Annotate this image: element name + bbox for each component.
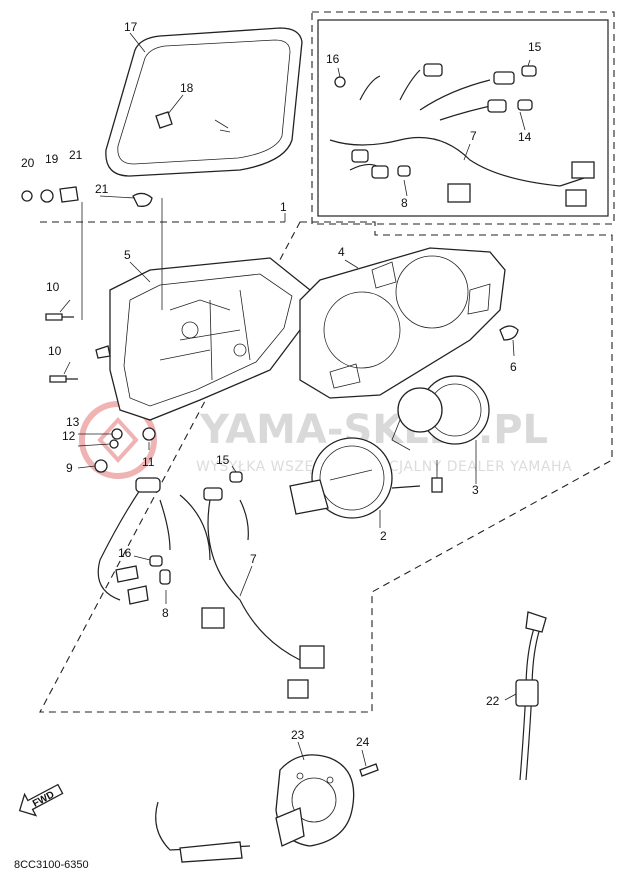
screw-10b (49, 375, 78, 383)
pin-24 (359, 763, 379, 777)
wire-harness (97, 477, 325, 699)
callout-3: 3 (472, 483, 479, 497)
assembly-outline (39, 221, 613, 713)
callout-20: 20 (21, 156, 35, 170)
callout-18: 18 (180, 81, 194, 95)
callout-16a: 16 (326, 52, 340, 66)
meter-housing (109, 257, 311, 421)
callout-9: 9 (66, 461, 73, 475)
meter-cable (515, 611, 547, 781)
callout-7a: 7 (470, 129, 477, 143)
gauge-2 (289, 437, 421, 519)
callout-22: 22 (486, 694, 500, 708)
callout-17: 17 (124, 20, 138, 34)
gauge-3 (391, 375, 490, 493)
callout-4: 4 (338, 245, 345, 259)
callout-19: 19 (45, 152, 59, 166)
callout-15a: 15 (528, 40, 542, 54)
grommet-11 (142, 427, 156, 441)
callout-14: 14 (518, 130, 532, 144)
leader-lines (59, 32, 531, 767)
callout-12: 12 (62, 429, 76, 443)
callout-15b: 15 (216, 453, 230, 467)
fwd-arrow-icon: FWD (18, 783, 64, 817)
callout-21b: 21 (95, 182, 109, 196)
washer-19 (40, 189, 54, 203)
nut-20 (21, 190, 33, 202)
bulb-15 (229, 471, 243, 483)
washer-12 (109, 439, 119, 449)
callout-7b: 7 (250, 552, 257, 566)
washer-13 (111, 428, 123, 440)
diagram-code: 8CC3100-6350 (14, 859, 89, 871)
fwd-label: FWD (31, 789, 56, 809)
inset-outline (311, 11, 615, 225)
grommet-21a (59, 186, 79, 203)
lower-cable (155, 801, 251, 851)
inset-harness (329, 63, 595, 207)
gear-unit (275, 754, 355, 847)
inset-frame (317, 19, 609, 217)
watermark-logo-mark (97, 417, 139, 463)
callouts: 17 18 20 19 21 21 1 4 5 6 3 2 7 8 9 13 1… (21, 20, 542, 749)
callout-1: 1 (280, 200, 287, 214)
grommet-6 (499, 325, 519, 341)
callout-5: 5 (124, 248, 131, 262)
screw-10a (45, 313, 74, 321)
callout-23: 23 (291, 728, 305, 742)
screw-mount (95, 345, 111, 359)
callout-8a: 8 (401, 196, 408, 210)
lower-cable-end (179, 841, 243, 863)
callout-13: 13 (66, 415, 80, 429)
callout-6: 6 (510, 360, 517, 374)
screw-9 (94, 459, 108, 473)
meter-panel (299, 247, 506, 399)
grommet-21b (132, 192, 153, 207)
meter-cover (105, 27, 303, 177)
callout-2: 2 (380, 529, 387, 543)
callout-10b: 10 (48, 344, 62, 358)
callout-21a: 21 (69, 148, 83, 162)
callout-8b: 8 (162, 606, 169, 620)
callout-10a: 10 (46, 280, 60, 294)
bulb-8 (159, 569, 171, 585)
callout-11: 11 (142, 455, 155, 469)
socket-16 (149, 555, 163, 567)
pad (155, 111, 173, 129)
callout-24: 24 (356, 735, 370, 749)
callout-16b: 16 (118, 546, 132, 560)
